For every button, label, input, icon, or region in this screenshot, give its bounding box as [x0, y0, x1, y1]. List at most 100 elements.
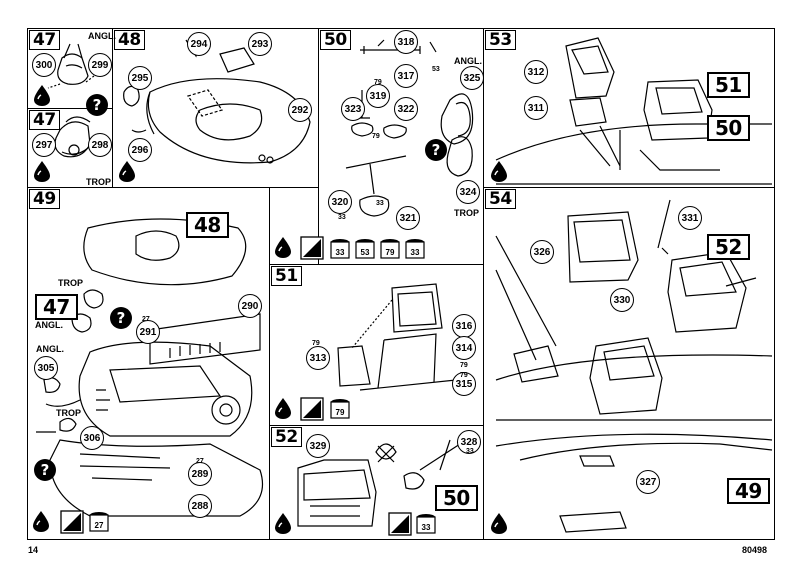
- question-icon: ?: [86, 94, 108, 116]
- part-317: 317: [394, 64, 418, 88]
- drawing-52-canopy: [298, 440, 460, 526]
- paint-number: 79: [335, 408, 345, 417]
- label-angl-49a: ANGL.: [35, 320, 63, 330]
- part-311: 311: [524, 96, 548, 120]
- part-322: 322: [394, 97, 418, 121]
- part-299: 299: [88, 53, 112, 77]
- kit-code: 80498: [742, 545, 768, 555]
- step-ref-50: 50: [707, 115, 750, 141]
- drawing-49-engine: [36, 219, 263, 516]
- part-291: 291: [136, 320, 160, 344]
- paint-pot-icon: 53: [355, 238, 375, 260]
- part-295: 295: [128, 66, 152, 90]
- part-316: 316: [452, 314, 476, 338]
- paint-number: 33: [421, 523, 431, 532]
- paint-number: 53: [360, 248, 370, 257]
- drawing-48-cowling: [124, 36, 310, 163]
- paint-number: 33: [410, 248, 420, 257]
- step-number-48: 48: [114, 30, 145, 50]
- part-324: 324: [456, 180, 480, 204]
- part-326: 326: [530, 240, 554, 264]
- step-ref-52: 52: [707, 234, 750, 260]
- part-306: 306: [80, 426, 104, 450]
- part-289: 289: [188, 462, 212, 486]
- step-number-47b: 47: [29, 110, 60, 130]
- panel-step-53: [483, 28, 775, 188]
- label-angl-47a: ANGL.: [88, 31, 116, 41]
- step-number-49: 49: [29, 189, 60, 209]
- part-323: 323: [341, 97, 365, 121]
- part-313: 313: [306, 346, 330, 370]
- small-ref-79a: 79: [374, 79, 382, 86]
- glue-drop-icon: [33, 511, 49, 532]
- glue-drop-icon: [275, 513, 291, 534]
- part-318: 318: [394, 30, 418, 54]
- drawing-51-frames: [338, 284, 456, 390]
- step-number-51: 51: [271, 266, 302, 286]
- paint-number: 27: [94, 521, 104, 530]
- drawing-47b-part: [55, 117, 90, 157]
- step-number-47a: 47: [29, 30, 60, 50]
- drawing-50-controls: [346, 40, 473, 216]
- step-ref-47: 47: [35, 294, 78, 320]
- glue-drop-icon: [34, 85, 50, 106]
- step-number-50: 50: [320, 30, 351, 50]
- small-ref-33a: 33: [338, 214, 346, 221]
- step-number-54: 54: [485, 189, 516, 209]
- part-305: 305: [34, 356, 58, 380]
- glue-drop-icon: [275, 398, 291, 419]
- drawing-54-cockpit: [496, 200, 772, 532]
- label-trop-47b: TROP: [86, 177, 112, 187]
- svg-text:?: ?: [432, 141, 441, 159]
- part-325: 325: [460, 66, 484, 90]
- part-294: 294: [187, 32, 211, 56]
- paint-pot-icon: 33: [330, 238, 350, 260]
- small-ref-79d: 79: [460, 362, 468, 369]
- part-330: 330: [610, 288, 634, 312]
- paint-pot-icon: 27: [89, 511, 109, 533]
- label-angl-49b: ANGL.: [36, 344, 64, 354]
- part-312: 312: [524, 60, 548, 84]
- part-331: 331: [678, 206, 702, 230]
- part-298: 298: [88, 133, 112, 157]
- question-icon: ?: [425, 139, 447, 161]
- part-300: 300: [32, 53, 56, 77]
- paint-pot-icon: 79: [380, 238, 400, 260]
- svg-text:?: ?: [117, 309, 126, 327]
- small-ref-33b: 33: [376, 200, 384, 207]
- small-ref-33c: 33: [466, 448, 474, 455]
- step-number-53: 53: [485, 30, 516, 50]
- step-ref-49: 49: [727, 478, 770, 504]
- part-297: 297: [32, 133, 56, 157]
- page-number: 14: [28, 545, 39, 555]
- glue-drop-icon: [275, 237, 291, 258]
- part-327: 327: [636, 470, 660, 494]
- glue-drop-icon: [34, 161, 50, 182]
- part-292: 292: [288, 98, 312, 122]
- part-288: 288: [188, 494, 212, 518]
- small-ref-79c: 79: [312, 340, 320, 347]
- label-trop-50: TROP: [454, 208, 480, 218]
- step-ref-51: 51: [707, 72, 750, 98]
- paint-number: 79: [385, 248, 395, 257]
- part-290: 290: [238, 294, 262, 318]
- small-ref-27b: 27: [196, 458, 204, 465]
- glue-drop-icon: [491, 513, 507, 534]
- hobby-knife-icon: [300, 397, 324, 421]
- hobby-knife-icon: [60, 510, 84, 534]
- hobby-knife-icon: [300, 236, 324, 260]
- small-ref-53: 53: [432, 66, 440, 73]
- paint-pot-icon: 33: [405, 238, 425, 260]
- paint-number: 33: [335, 248, 345, 257]
- glue-drop-icon: [119, 161, 135, 182]
- label-angl-50: ANGL.: [454, 56, 482, 66]
- step-number-52: 52: [271, 427, 302, 447]
- svg-text:?: ?: [41, 461, 50, 479]
- part-293: 293: [248, 32, 272, 56]
- step-ref-50b: 50: [435, 485, 478, 511]
- part-328: 328: [457, 430, 481, 454]
- part-296: 296: [128, 138, 152, 162]
- label-trop-49a: TROP: [58, 278, 84, 288]
- small-ref-79e: 79: [460, 372, 468, 379]
- part-314: 314: [452, 336, 476, 360]
